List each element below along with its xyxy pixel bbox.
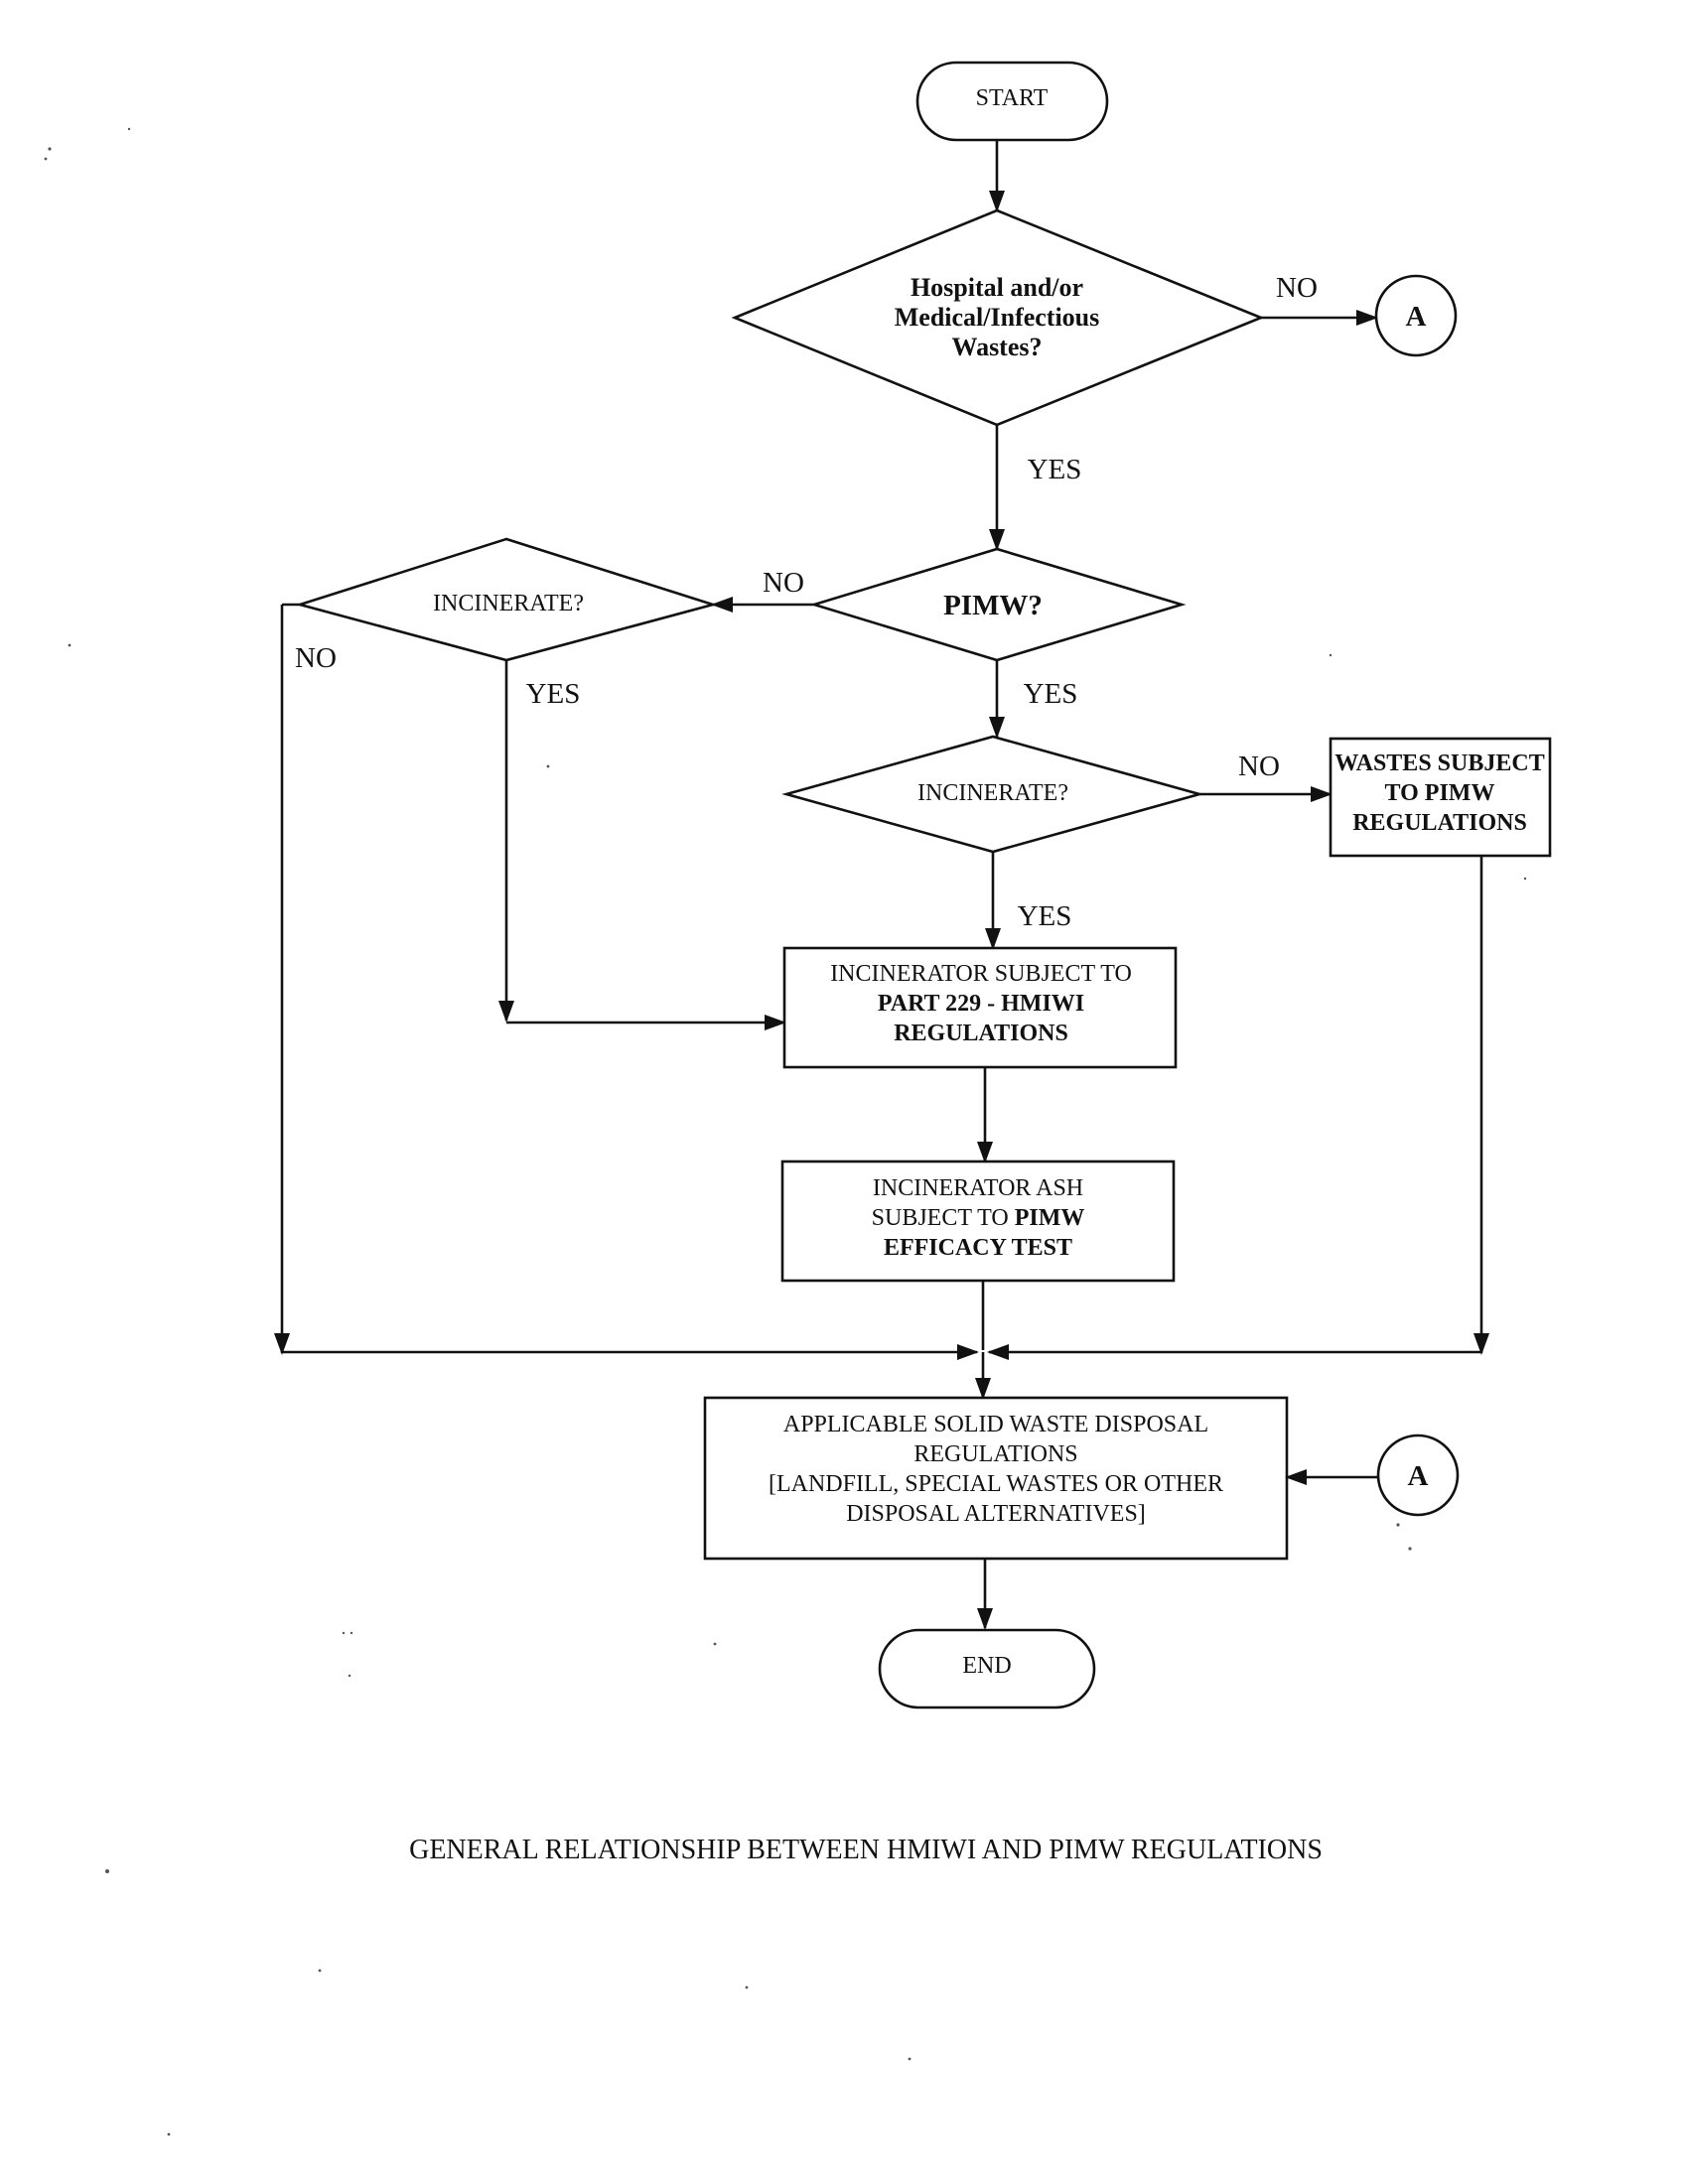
- figure-caption: GENERAL RELATIONSHIP BETWEEN HMIWI AND P…: [409, 1835, 1323, 1865]
- wastes-box-line3: REGULATIONS: [1352, 810, 1527, 836]
- disposal-box-line4: DISPOSAL ALTERNATIVES]: [846, 1501, 1146, 1527]
- ash-box-line3: EFFICACY TEST: [884, 1235, 1072, 1261]
- label-inc-right-no: NO: [1238, 751, 1280, 782]
- incinerator-box-line3: REGULATIONS: [894, 1021, 1068, 1046]
- wastes-box-line1: WASTES SUBJECT: [1334, 751, 1544, 776]
- label-medical-no: NO: [1276, 272, 1318, 304]
- ash-box-line1: INCINERATOR ASH: [873, 1175, 1083, 1201]
- label-inc-right-yes: YES: [1018, 900, 1072, 932]
- label-pimw-yes: YES: [1024, 678, 1078, 710]
- disposal-box-line1: APPLICABLE SOLID WASTE DISPOSAL: [783, 1412, 1208, 1437]
- connector-a-bottom: A: [1376, 1433, 1460, 1517]
- end-label: END: [962, 1653, 1011, 1679]
- end-terminal: END: [878, 1628, 1096, 1709]
- ash-box-line2: SUBJECT TO PIMW: [872, 1205, 1085, 1231]
- box-wastes-subject-pimw: WASTES SUBJECT TO PIMW REGULATIONS: [1329, 737, 1552, 858]
- decision-incinerate-right: INCINERATE?: [781, 735, 1204, 854]
- label-medical-yes: YES: [1028, 454, 1082, 485]
- medical-question-line1: Hospital and/or: [911, 273, 1083, 302]
- box-disposal-regulations: APPLICABLE SOLID WASTE DISPOSAL REGULATI…: [703, 1396, 1289, 1561]
- incinerator-box-line1: INCINERATOR SUBJECT TO: [830, 961, 1132, 987]
- start-label: START: [976, 85, 1049, 111]
- label-pimw-no: NO: [763, 567, 804, 599]
- connector-a-bottom-label: A: [1408, 1460, 1429, 1492]
- box-incinerator-ash: INCINERATOR ASH SUBJECT TO PIMW EFFICACY…: [780, 1160, 1176, 1283]
- medical-question-line3: Wastes?: [952, 333, 1043, 361]
- decision-medical-wastes: Hospital and/or Medical/Infectious Waste…: [731, 208, 1265, 427]
- connector-a-top-label: A: [1406, 301, 1427, 333]
- connector-a-top: A: [1374, 274, 1458, 357]
- pimw-question: PIMW?: [943, 590, 1043, 621]
- label-inc-left-no: NO: [295, 642, 337, 674]
- box-incinerator-part229: INCINERATOR SUBJECT TO PART 229 - HMIWI …: [782, 946, 1178, 1069]
- start-terminal: START: [915, 61, 1109, 142]
- incinerate-right-question: INCINERATE?: [917, 780, 1068, 806]
- medical-question-line2: Medical/Infectious: [895, 303, 1100, 332]
- wastes-box-line2: TO PIMW: [1385, 780, 1495, 806]
- incinerate-left-question: INCINERATE?: [433, 591, 584, 616]
- disposal-box-line3: [LANDFILL, SPECIAL WASTES OR OTHER: [769, 1471, 1223, 1497]
- decision-incinerate-left: INCINERATE?: [295, 537, 718, 662]
- scan-specks: [44, 127, 1527, 2136]
- decision-pimw: PIMW?: [809, 547, 1187, 662]
- incinerator-box-line2: PART 229 - HMIWI: [878, 991, 1084, 1017]
- label-inc-left-yes: YES: [526, 678, 581, 710]
- disposal-box-line2: REGULATIONS: [913, 1441, 1077, 1467]
